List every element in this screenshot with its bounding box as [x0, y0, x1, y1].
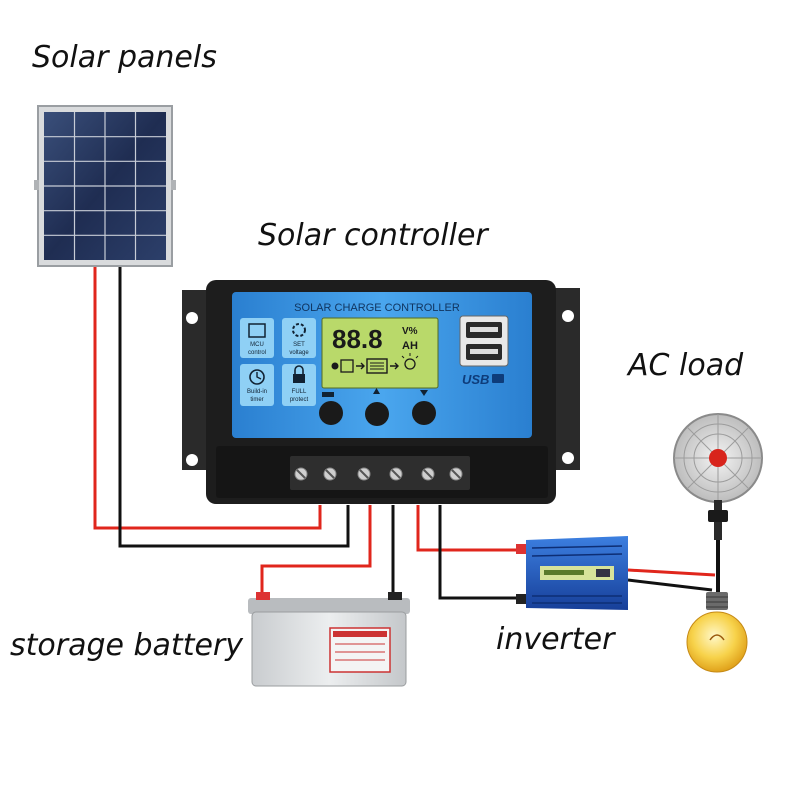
panel-positive-wire [93, 262, 322, 530]
button-up[interactable] [365, 402, 389, 426]
lcd-digits: 88.8 [332, 324, 383, 354]
panel-icon [340, 359, 354, 373]
power-inverter [516, 536, 628, 610]
light-bulb [686, 592, 748, 673]
arrow-icon-2 [390, 362, 399, 370]
mount-hole-br [562, 452, 574, 464]
clock-icon [249, 369, 265, 385]
solar-panels-label: Solar panels [32, 40, 217, 75]
button-down[interactable] [412, 401, 436, 425]
inverter-label: inverter [496, 622, 615, 657]
svg-text:Build-in: Build-in [247, 389, 267, 395]
sun-icon [331, 362, 339, 370]
ac-output-red-wire [627, 568, 716, 577]
solar-panel [34, 105, 176, 267]
feature-tile-protect: FULL protect [282, 364, 316, 406]
terminal-strip [216, 446, 548, 498]
gear-icon [292, 323, 306, 337]
mount-hole-bl [186, 454, 198, 466]
inverter-negative-wire [438, 505, 525, 600]
controller-header: SOLAR CHARGE CONTROLLER [294, 302, 460, 314]
svg-text:timer: timer [250, 397, 263, 403]
inverter-positive-wire [416, 505, 525, 552]
storage-battery [248, 592, 410, 687]
electric-fan [673, 413, 763, 540]
svg-text:FULL: FULL [292, 389, 307, 395]
usb-label: USB [462, 372, 489, 387]
feature-tile-timer: Build-in timer [240, 364, 274, 406]
solar-charge-controller: SOLAR CHARGE CONTROLLER MCU control SET … [182, 280, 580, 504]
feature-tile-set-voltage: SET voltage [282, 318, 316, 358]
lcd-unit-bottom: AH [402, 340, 418, 352]
svg-text:protect: protect [290, 397, 309, 403]
battery-positive-wire [260, 505, 372, 602]
svg-text:MCU: MCU [250, 342, 264, 348]
bulb-icon [404, 358, 416, 370]
ac-output-black-wire [627, 578, 713, 592]
arrow-icon [356, 362, 365, 370]
solar-controller-label: Solar controller [258, 218, 488, 253]
fan-hub [709, 449, 727, 467]
lcd-display: 88.8 V% AH [321, 317, 439, 389]
lcd-unit-top: V% [402, 326, 418, 337]
control-buttons [319, 388, 436, 426]
svg-text:voltage: voltage [289, 350, 309, 356]
panel-negative-wire [118, 262, 350, 548]
svg-text:control: control [248, 350, 266, 356]
ac-load-label: AC load [628, 348, 744, 383]
battery-icon [366, 358, 388, 374]
feature-tile-mcu: MCU control [240, 318, 274, 358]
storage-battery-label: storage battery [10, 628, 243, 663]
usb-icon [492, 374, 504, 383]
mount-hole-tl [186, 312, 198, 324]
mount-hole-tr [562, 310, 574, 322]
lock-icon [293, 374, 305, 383]
usb-ports[interactable]: USB [459, 315, 509, 387]
svg-text:SET: SET [293, 342, 305, 348]
lcd-status-icons [331, 353, 419, 374]
button-menu[interactable] [319, 401, 343, 425]
